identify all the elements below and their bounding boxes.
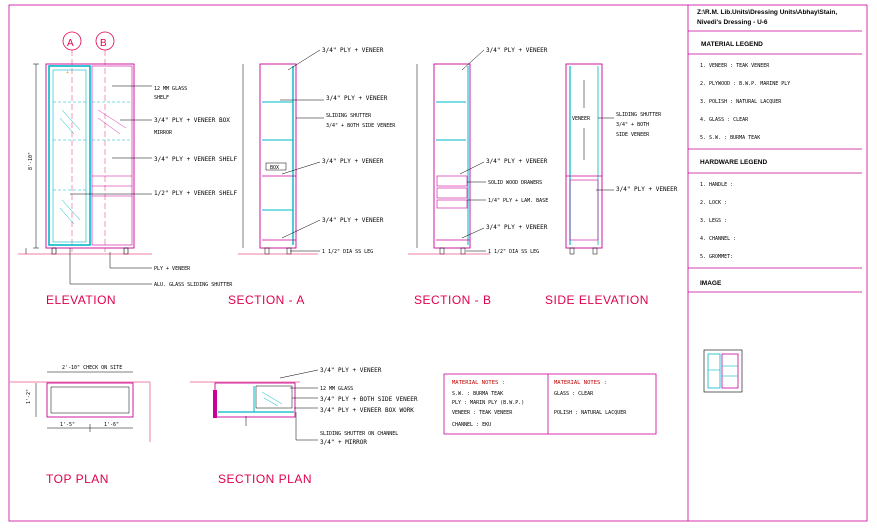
side-label-veneer: VENEER	[572, 116, 591, 122]
notes-row: S.W. : BURMA TEAK	[452, 391, 503, 397]
overall-height-dim: 8'-10"	[28, 152, 34, 170]
side-elevation-drawing: VENEER SLIDING SHUTTER 3/4" + BOTH SIDE …	[545, 63, 678, 307]
label-box: 3/4" PLY + VENEER BOX	[154, 117, 230, 124]
sb-label-bottom: 3/4" PLY + VENEER	[486, 224, 548, 231]
hardware-item: 2. LOCK :	[700, 200, 727, 206]
elevation-drawing: A B + 8'-10"	[18, 31, 237, 307]
sb-label-mid: 3/4" PLY + VENEER	[486, 158, 548, 165]
notes-row: VENEER : TEAK VENEER	[452, 410, 513, 416]
label-shelf: SHELF	[154, 95, 169, 101]
side-label-sliding2: 3/4" + BOTH	[616, 122, 649, 128]
sb-label-top: 3/4" PLY + VENEER	[486, 47, 548, 54]
hardware-item: 3. LEGS :	[700, 218, 727, 224]
view-title-section-b: SECTION - B	[414, 293, 492, 307]
image-heading: IMAGE	[700, 280, 722, 287]
hardware-item: 4. CHANNEL :	[700, 236, 736, 242]
hardware-legend-heading: HARDWARE LEGEND	[700, 159, 767, 166]
depth-dim: 1'-2"	[26, 389, 32, 404]
sp-label-box-work: 3/4" PLY + VENEER BOX WORK	[320, 407, 414, 414]
material-notes-box: MATERIAL NOTES : S.W. : BURMA TEAK PLY :…	[443, 373, 657, 435]
sb-label-drawers: SOLID WOOD DRAWERS	[488, 180, 542, 186]
sp-label-glass: 12 MM GLASS	[320, 386, 353, 392]
sa-label-sliding2: 3/4" + BOTH SIDE VENEER	[326, 123, 396, 129]
label-ply-veneer: PLY + VENEER	[154, 266, 191, 272]
section-plan-drawing: 3/4" PLY + VENEER 12 MM GLASS 3/4" PLY +…	[190, 367, 418, 486]
view-title-top-plan: TOP PLAN	[46, 472, 109, 486]
sa-label-mid: 3/4" PLY + VENEER	[326, 95, 388, 102]
thumbnail-image	[703, 349, 743, 393]
section-a-drawing: BOX 3/4" PLY + VENEER 3/4" PLY + VENEER …	[228, 47, 396, 307]
sa-label-lower: 3/4" PLY + VENEER	[322, 158, 384, 165]
section-b-drawing: 3/4" PLY + VENEER 3/4" PLY + VENEER SOLI…	[408, 47, 548, 307]
side-label-sliding1: SLIDING SHUTTER	[616, 112, 662, 118]
hardware-item: 5. GROMMET:	[700, 254, 733, 260]
side-label-sliding3: SIDE VENEER	[616, 132, 650, 138]
title-block: Z:\R.M. Lib.Units\Dressing Units\Abhay\S…	[688, 9, 862, 393]
view-title-elevation: ELEVATION	[46, 293, 116, 307]
sheet-border	[8, 4, 868, 522]
sa-label-sliding1: SLIDING SHUTTER	[326, 113, 372, 119]
notes-row: CHANNEL : EKU	[452, 422, 491, 428]
sa-label-bottom: 3/4" PLY + VENEER	[322, 217, 384, 224]
marker-b-label: B	[100, 38, 107, 49]
label-glass: 12 MM GLASS	[154, 86, 187, 92]
top-width-dim: 2'-10" CHECK ON SITE	[62, 365, 122, 371]
label-mirror: MIRROR	[154, 130, 173, 136]
view-title-section-plan: SECTION PLAN	[218, 472, 312, 486]
notes-heading: MATERIAL NOTES :	[452, 380, 505, 386]
side-label-lower: 3/4" PLY + VENEER	[616, 186, 678, 193]
marker-a-label: A	[67, 38, 74, 49]
material-item: 4. GLASS : CLEAR	[700, 117, 749, 123]
material-item: 1. VENEER : TEAK VENEER	[700, 63, 770, 69]
sb-label-leg: 1 1/2" DIA SS LEG	[488, 249, 539, 255]
material-legend-heading: MATERIAL LEGEND	[701, 41, 763, 48]
label-shelf-34: 3/4" PLY + VENEER SHELF	[154, 156, 237, 163]
top-plan-drawing: 2'-10" CHECK ON SITE 1'-2" 1'-5" 1'-6" T…	[10, 365, 151, 486]
box-tag: BOX	[270, 165, 279, 171]
label-alu-glass: ALU. GLASS SLIDING SHUTTER	[154, 282, 233, 288]
sp-label-top: 3/4" PLY + VENEER	[320, 367, 382, 374]
hardware-item: 1. HANDLE :	[700, 182, 733, 188]
project-line-1: Z:\R.M. Lib.Units\Dressing Units\Abhay\S…	[697, 9, 837, 16]
project-line-2: Nivedi's Dressing - U-6	[697, 19, 768, 26]
notes-row-2: GLASS : CLEAR	[554, 391, 594, 397]
svg-text:+: +	[66, 70, 69, 76]
label-shelf-12: 1/2" PLY + VENEER SHELF	[154, 190, 237, 197]
material-item: 2. PLYWOOD : B.W.P. MARINE PLY	[700, 81, 790, 87]
material-item: 3. POLISH : NATURAL LACQUER	[700, 99, 782, 105]
view-title-section-a: SECTION - A	[228, 293, 305, 307]
left-width-dim: 1'-5"	[60, 422, 75, 428]
notes-row: PLY : MARIN PLY (B.W.P.)	[452, 400, 524, 406]
material-item: 5. S.W. : BURMA TEAK	[700, 135, 760, 141]
notes-heading-2: MATERIAL NOTES :	[554, 380, 607, 386]
sp-label-shutter2: 3/4" + MIRROR	[320, 439, 367, 446]
view-title-side-elevation: SIDE ELEVATION	[545, 293, 649, 307]
right-width-dim: 1'-6"	[104, 422, 119, 428]
sa-label-leg: 1 1/2" DIA SS LEG	[322, 249, 373, 255]
sb-label-lam: 1/4" PLY + LAM. BASE	[488, 198, 548, 204]
sp-label-both-side: 3/4" PLY + BOTH SIDE VENEER	[320, 396, 418, 403]
notes-row-2: POLISH : NATURAL LACQUER	[554, 410, 627, 416]
sp-label-shutter1: SLIDING SHUTTER ON CHANNEL	[320, 431, 398, 437]
sa-label-top: 3/4" PLY + VENEER	[322, 47, 384, 54]
